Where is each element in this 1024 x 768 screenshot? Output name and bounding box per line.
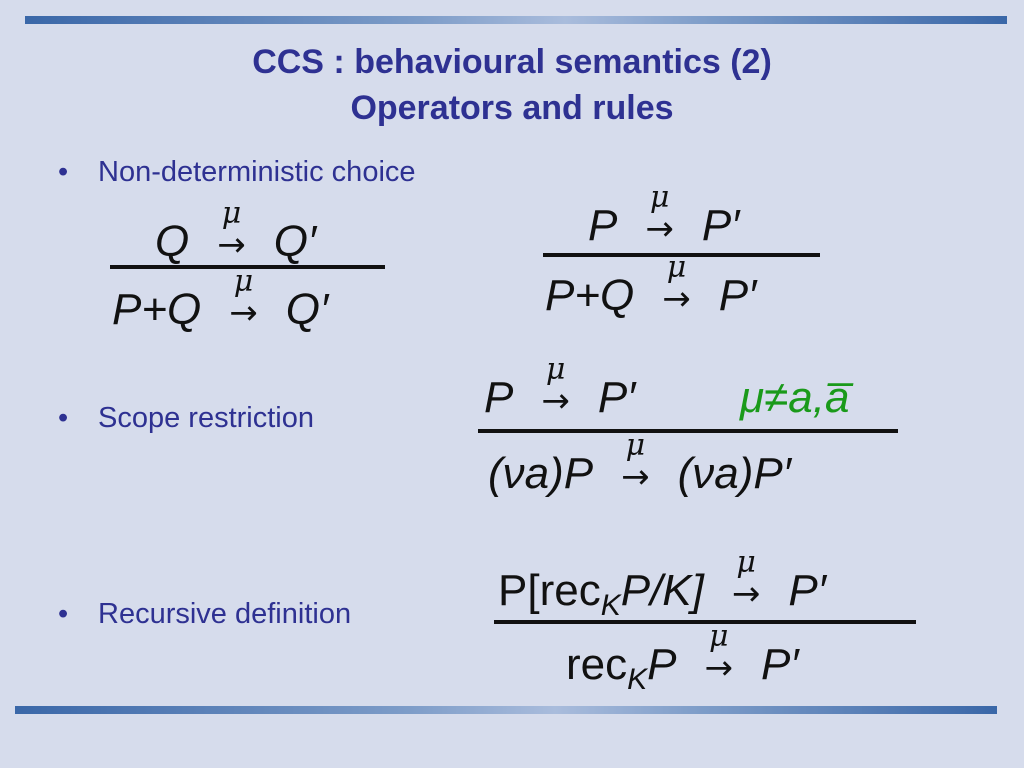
transition-arrow: μ→ — [217, 196, 246, 265]
slide-title-line1: CCS : behavioural semantics (2) — [252, 43, 772, 81]
bullet-dot: • — [58, 598, 69, 630]
rule-restriction: P μ→ P′ μ≠a,a̅ (νa)P μ→ (νa)P′ — [478, 352, 898, 510]
rule-choice-right: P μ→ P′ P+Q μ→ P′ — [543, 180, 820, 325]
rule-premise: P μ→ P′ — [484, 352, 635, 426]
bullet-restriction: • Scope restriction — [58, 400, 314, 436]
side-condition: μ≠a,a̅ — [740, 373, 850, 422]
transition-arrow: μ→ — [621, 428, 650, 497]
transition-arrow: μ→ — [731, 545, 761, 614]
bullet-choice-label: Non-deterministic choice — [98, 156, 416, 188]
bullet-dot: • — [58, 402, 69, 434]
rule-conclusion: P+Q μ→ Q′ — [112, 264, 328, 338]
slide-title-line2: Operators and rules — [350, 89, 674, 127]
inference-line — [110, 265, 385, 269]
rule-conclusion: (νa)P μ→ (νa)P′ — [488, 428, 791, 502]
bullet-dot: • — [58, 156, 69, 188]
bottom-divider — [15, 706, 997, 714]
inference-line — [543, 253, 820, 257]
transition-arrow: μ→ — [645, 180, 674, 249]
top-divider — [25, 16, 1007, 24]
rule-conclusion: P+Q μ→ P′ — [545, 250, 756, 324]
rule-premise: P μ→ P′ — [588, 180, 739, 254]
rule-recursion: P[recKP/K] μ→ P′ recKP μ→ P′ — [494, 545, 916, 700]
transition-arrow: μ→ — [704, 619, 733, 688]
inference-line — [494, 620, 916, 624]
inference-line — [478, 429, 898, 433]
rule-premise: Q μ→ Q′ — [155, 196, 316, 270]
rule-premise: P[recKP/K] μ→ P′ — [498, 545, 826, 622]
bullet-restriction-label: Scope restriction — [98, 402, 314, 434]
transition-arrow: μ→ — [662, 250, 691, 319]
rule-choice-left: Q μ→ Q′ P+Q μ→ Q′ — [110, 196, 385, 338]
bullet-recursion: • Recursive definition — [58, 596, 351, 632]
bullet-recursion-label: Recursive definition — [98, 598, 352, 630]
rule-conclusion: recKP μ→ P′ — [566, 619, 799, 696]
transition-arrow: μ→ — [541, 352, 570, 421]
transition-arrow: μ→ — [229, 264, 258, 333]
bullet-choice: • Non-deterministic choice — [58, 154, 416, 190]
